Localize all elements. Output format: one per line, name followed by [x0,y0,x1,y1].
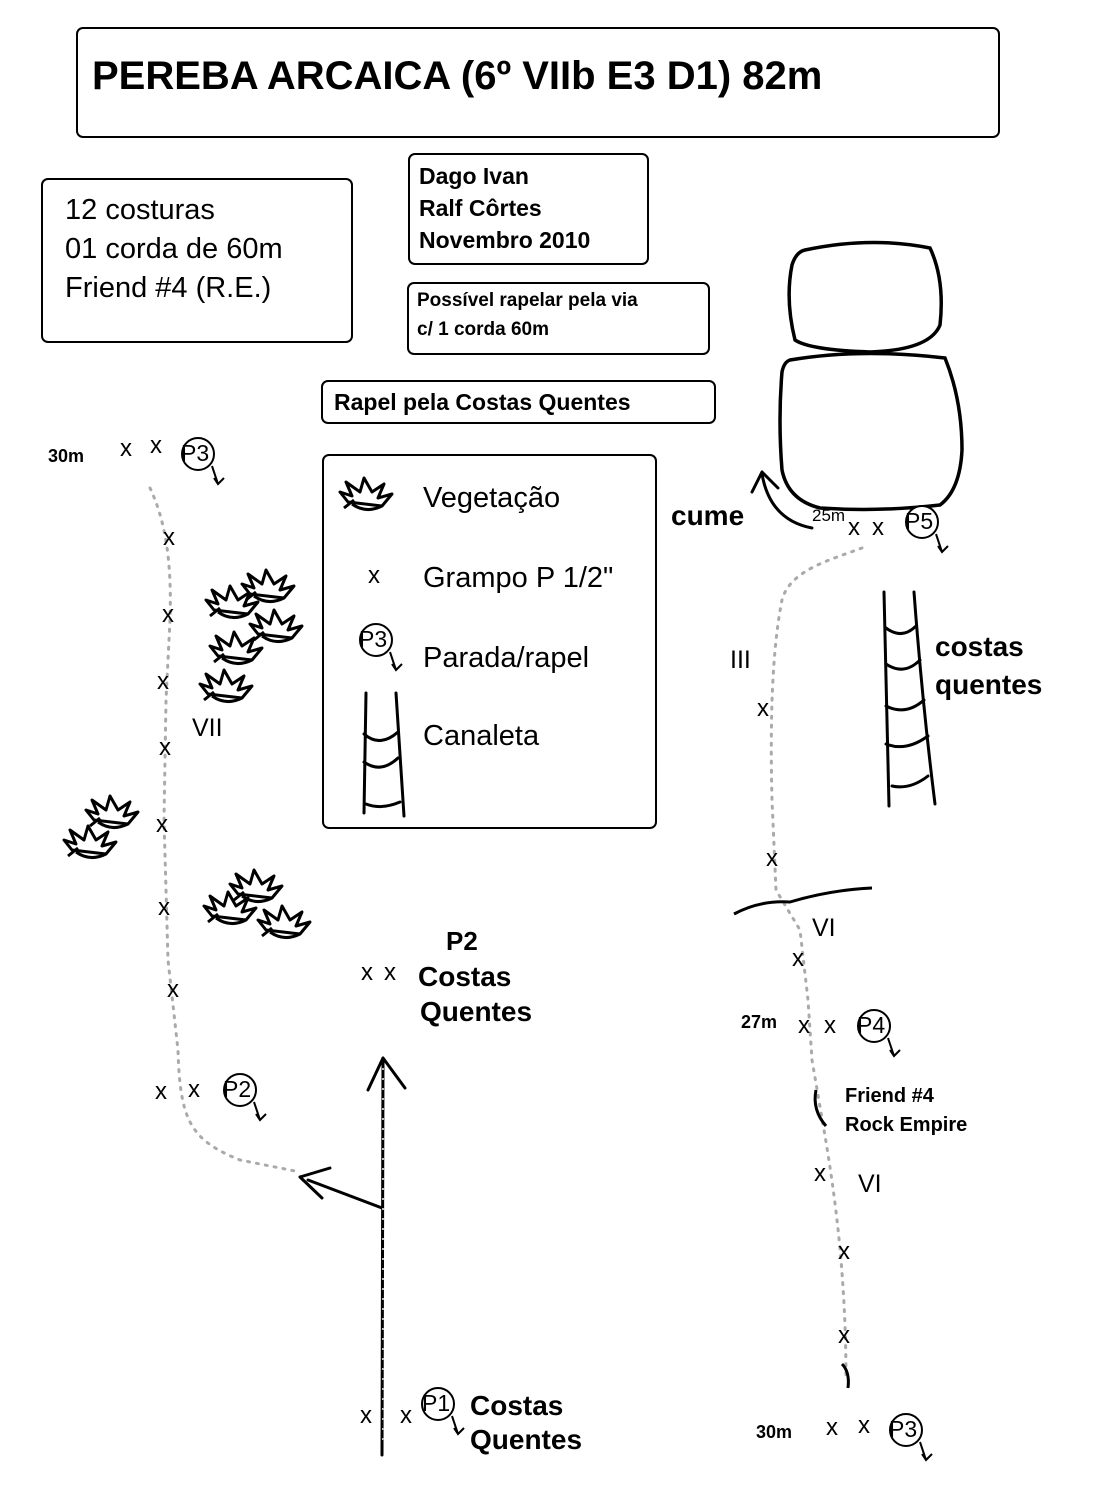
vegetation-icon [338,476,394,512]
legend-belay-symbol: P3 [359,626,388,652]
chimney-icon [362,691,406,818]
middle-p2-line1: Costas [418,961,512,992]
left-pitch-length: 30m [48,446,85,466]
bolt-icon: x [360,1402,372,1429]
bolt-icon: x [150,432,162,459]
bolt-icon: x [400,1402,412,1429]
bolt-icon: x [826,1414,838,1441]
right-p3-label: P3 [889,1416,918,1442]
bolt-icon: x [792,945,804,972]
bolt-icon: x [188,1076,200,1103]
right-pitch-length-27: 27m [741,1012,778,1032]
vegetation-icon [62,568,312,940]
bolt-icon: x [838,1238,850,1265]
bolt-icon: x [814,1160,826,1187]
right-p5-label: P5 [905,508,934,534]
friend-line2: Rock Empire [845,1114,968,1136]
bolt-icon: x [167,976,179,1003]
gear-line-rope: 01 corda de 60m [65,233,283,265]
rappel-note-box: Possível rapelar pela via c/ 1 corda 60m [407,282,710,355]
bolt-icon: x [158,894,170,921]
belay-station-icon [181,437,949,1461]
bolt-icon: x [824,1012,836,1039]
friend-line1: Friend #4 [845,1085,934,1107]
left-p3-label: P3 [181,440,210,466]
bolt-icon: x [848,514,860,541]
bolt-icon: x [838,1322,850,1349]
rappel-costas-label: Rapel pela Costas Quentes [334,389,631,415]
bolt-icon: x [757,695,769,722]
costas-line2: quentes [935,669,1043,700]
summit-arrow [750,470,814,530]
right-grade-iii: III [730,646,751,674]
crack-mark [840,1362,850,1389]
rappel-costas-box: Rapel pela Costas Quentes [321,380,716,424]
bolt-icon: x [156,811,168,838]
left-route-line [148,486,302,1174]
rappel-note-line1: Possível rapelar pela via [417,290,638,311]
left-p2-label: P2 [223,1076,252,1102]
authors-box: Dago Ivan Ralf Côrtes Novembro 2010 [408,153,649,265]
right-pitch-length-25: 25m [812,506,846,525]
bolt-icon: x [155,1078,167,1105]
bolt-icon: x [766,845,778,872]
gear-line-friend: Friend #4 (R.E.) [65,272,272,304]
right-route-line [769,546,864,1382]
right-pitch-length-30: 30m [756,1422,793,1442]
route-date: Novembro 2010 [419,227,591,253]
traverse-arrow [298,1166,384,1210]
route-title: PEREBA ARCAICA (6º VIIb E3 D1) 82m [92,54,823,98]
summit-label: cume [671,500,745,531]
bolt-icon: x [120,435,132,462]
middle-p2-title: P2 [446,926,478,956]
gear-line-quickdraws: 12 costuras [65,194,215,226]
author-dago: Dago Ivan [419,163,529,189]
right-grade-vi-bottom: VI [858,1170,882,1198]
legend-vegetation-label: Vegetação [423,482,561,514]
bolt-icon: x [858,1412,870,1439]
friend-crack-mark [813,1089,828,1127]
legend-chimney-label: Canaleta [423,720,540,752]
middle-p1-label: P1 [422,1390,451,1416]
bolt-icon: x [159,734,171,761]
approach-arrow [366,1056,407,1457]
bolt-icon: x [872,514,884,541]
left-grade: VII [192,714,223,742]
bolt-icon: x [162,601,174,628]
costas-line1: costas [935,631,1024,662]
middle-p1-line1: Costas [470,1390,564,1421]
legend-belay-label: Parada/rapel [423,642,590,674]
gear-box: 12 costuras 01 corda de 60m Friend #4 (R… [41,178,353,343]
bolt-icon: x [798,1012,810,1039]
bolt-icon: x [361,959,373,986]
chimney-icon [882,590,937,808]
rappel-note-line2: c/ 1 corda 60m [417,319,550,340]
author-ralf: Ralf Côrtes [419,195,542,221]
legend-bolt-symbol: x [368,562,380,589]
right-p4-label: P4 [857,1012,886,1038]
title-box: PEREBA ARCAICA (6º VIIb E3 D1) 82m [76,27,1000,138]
bolt-icon: x [157,668,169,695]
bolt-icon: x [384,959,396,986]
middle-p1-line2: Quentes [470,1424,583,1455]
ledge-line [733,886,873,916]
middle-p2-line2: Quentes [420,996,533,1027]
right-grade-vi-top: VI [812,914,836,942]
boulder-icon [778,240,964,512]
legend-bolt-label: Grampo P 1/2" [423,562,614,594]
bolt-icon: x [163,524,175,551]
